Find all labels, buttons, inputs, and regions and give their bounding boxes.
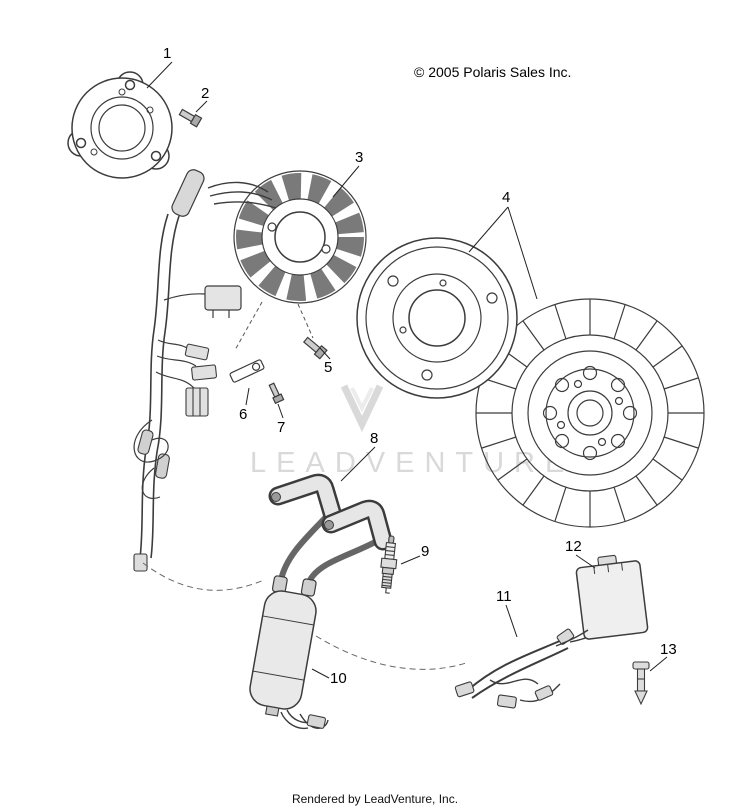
leader-line-6 [245, 387, 250, 406]
leader-line-12 [575, 554, 596, 569]
spark-plug-drawing [380, 535, 398, 594]
leader-line-5 [319, 347, 331, 360]
callout-4[interactable]: 4 [502, 189, 511, 206]
bolt-7-drawing [268, 382, 285, 405]
coil-lead-wires-drawing [280, 709, 329, 730]
flange-cover-drawing [67, 71, 173, 179]
bolt-2-drawing [178, 108, 203, 128]
leader-line-3 [332, 165, 360, 198]
callout-leader-lines [146, 61, 668, 679]
copyright-notice: © 2005 Polaris Sales Inc. [414, 64, 572, 80]
callout-3[interactable]: 3 [355, 149, 364, 166]
leader-line-1 [146, 61, 173, 89]
callout-13[interactable]: 13 [660, 641, 677, 658]
stator-wires [207, 181, 277, 209]
callout-2[interactable]: 2 [201, 85, 210, 102]
loom-connectors [137, 343, 218, 479]
footer-credit: Rendered by LeadVenture, Inc. [291, 792, 459, 806]
callout-12[interactable]: 12 [565, 538, 582, 555]
leader-line-4 [468, 206, 538, 300]
cdi-box-drawing [575, 554, 649, 640]
ignition-coil-drawing [249, 575, 317, 717]
bolt-5-drawing [302, 336, 328, 360]
leader-line-8 [340, 446, 376, 482]
callout-1[interactable]: 1 [163, 45, 172, 62]
callout-9[interactable]: 9 [421, 543, 430, 560]
leader-line-13 [649, 656, 668, 672]
assembly-dashed-lines [234, 301, 314, 351]
wire-loom-drawing [133, 169, 218, 572]
cdi-wire-drawing [555, 629, 589, 647]
callout-7[interactable]: 7 [277, 419, 286, 436]
callout-11[interactable]: 11 [496, 588, 512, 605]
watermark-text: LEADVENTURE [250, 447, 574, 479]
wiring-harness-drawing [454, 628, 595, 709]
callout-10[interactable]: 10 [330, 670, 347, 687]
flywheel-drawing [475, 298, 705, 528]
watermark-logo-icon [340, 384, 384, 433]
leader-line-2 [195, 100, 208, 113]
leadventure-watermark: LEADVENTURE [250, 384, 574, 479]
pickup-module-drawing [163, 285, 242, 318]
leader-line-10 [311, 668, 330, 679]
rotor-drawing [356, 237, 518, 399]
callout-8[interactable]: 8 [370, 430, 379, 447]
spark-plug-caps-drawing [268, 473, 393, 551]
stator-drawing [207, 170, 367, 304]
callout-6[interactable]: 6 [239, 406, 248, 423]
bracket-6-drawing [229, 359, 265, 383]
leader-line-7 [277, 403, 284, 419]
callout-5[interactable]: 5 [324, 359, 333, 376]
routing-dashed-curves [142, 562, 467, 670]
leader-line-9 [400, 555, 421, 565]
leader-line-11 [505, 604, 518, 638]
terminal-13-drawing [632, 661, 650, 706]
